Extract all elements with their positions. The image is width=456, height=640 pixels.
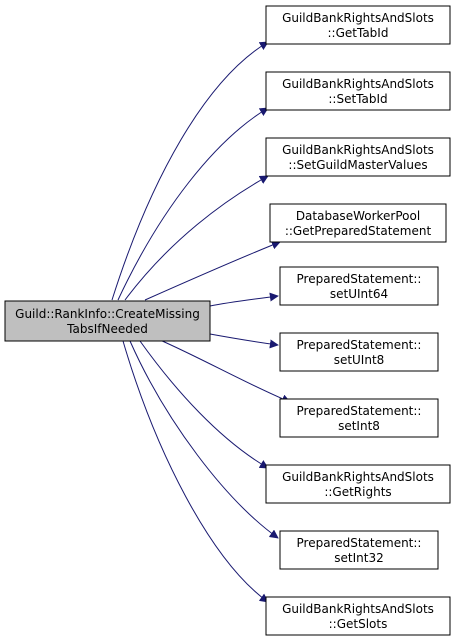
edge-gettabid (111, 41, 269, 301)
callee-box (265, 596, 451, 636)
edge-getpreparedstatement (144, 240, 281, 301)
callee-label-1: GuildBankRightsAndSlots (282, 11, 434, 25)
callee-node-getslots[interactable]: GuildBankRightsAndSlots ::GetSlots (265, 596, 451, 636)
edge-getrights (139, 340, 269, 469)
callee-label-1: PreparedStatement:: (297, 338, 422, 352)
callee-label-2: ::SetTabId (328, 92, 387, 106)
callee-label-2: setInt8 (338, 419, 380, 433)
edges (111, 41, 291, 603)
callee-box (265, 71, 451, 111)
edge-setguildmastervalues (124, 175, 269, 301)
root-node-label-1: Guild::RankInfo::CreateMissing (15, 307, 200, 321)
callee-label-2: setUInt8 (334, 353, 385, 367)
callee-node-setint8[interactable]: PreparedStatement:: setInt8 (279, 398, 439, 438)
callee-label-2: ::GetRights (324, 485, 391, 499)
callee-box (279, 332, 439, 372)
callee-node-setint32[interactable]: PreparedStatement:: setInt32 (279, 530, 439, 570)
callee-node-settabid[interactable]: GuildBankRightsAndSlots ::SetTabId (265, 71, 451, 111)
callee-box (265, 5, 451, 45)
callee-label-2: ::GetTabId (328, 26, 389, 40)
callee-node-getpreparedstatement[interactable]: DatabaseWorkerPool ::GetPreparedStatemen… (269, 203, 447, 243)
callee-box (279, 398, 439, 438)
callee-box (265, 137, 451, 177)
edge-setuint64 (209, 292, 279, 307)
callee-label-1: GuildBankRightsAndSlots (282, 143, 434, 157)
callee-label-2: setInt32 (334, 551, 383, 565)
callee-label-1: GuildBankRightsAndSlots (282, 602, 434, 616)
root-node-label-2: TabsIfNeeded (66, 322, 148, 336)
edge-getslots (122, 340, 269, 603)
callee-box (279, 530, 439, 570)
callee-label-2: ::SetGuildMasterValues (288, 158, 427, 172)
callee-label-1: DatabaseWorkerPool (296, 209, 420, 223)
callee-label-1: PreparedStatement:: (297, 404, 422, 418)
callee-node-setuint8[interactable]: PreparedStatement:: setUInt8 (279, 332, 439, 372)
callee-node-setuint64[interactable]: PreparedStatement:: setUInt64 (279, 266, 439, 306)
root-node-box (4, 300, 211, 342)
callee-box (265, 464, 451, 504)
callee-label-1: GuildBankRightsAndSlots (282, 470, 434, 484)
callee-box (269, 203, 447, 243)
callee-node-getrights[interactable]: GuildBankRightsAndSlots ::GetRights (265, 464, 451, 504)
callee-label-1: GuildBankRightsAndSlots (282, 77, 434, 91)
edge-setuint8 (209, 333, 279, 349)
callee-label-2: ::GetSlots (329, 617, 388, 631)
callee-label-2: setUInt64 (330, 287, 388, 301)
callee-node-gettabid[interactable]: GuildBankRightsAndSlots ::GetTabId (265, 5, 451, 45)
callee-node-setguildmastervalues[interactable]: GuildBankRightsAndSlots ::SetGuildMaster… (265, 137, 451, 177)
callee-label-1: PreparedStatement:: (297, 536, 422, 550)
edge-setint8 (159, 339, 291, 403)
root-node[interactable]: Guild::RankInfo::CreateMissing TabsIfNee… (4, 300, 211, 342)
edge-setint32 (129, 340, 279, 539)
callee-label-2: ::GetPreparedStatement (285, 224, 432, 238)
edge-settabid (117, 107, 269, 301)
callee-label-1: PreparedStatement:: (297, 272, 422, 286)
callee-box (279, 266, 439, 306)
